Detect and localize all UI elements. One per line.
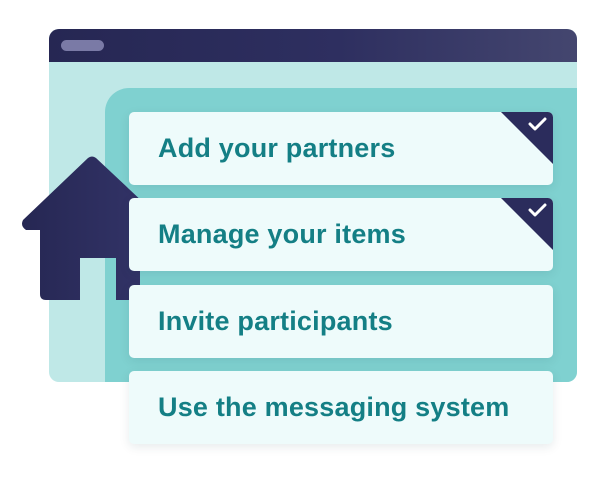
task-label: Manage your items (158, 219, 406, 249)
task-card-messaging-system[interactable]: Use the messaging system (129, 371, 553, 444)
task-label: Invite participants (158, 306, 393, 336)
task-card-manage-items[interactable]: Manage your items (129, 198, 553, 271)
completed-check-corner (501, 198, 553, 250)
task-label: Add your partners (158, 133, 396, 163)
task-card-add-partners[interactable]: Add your partners (129, 112, 553, 185)
completed-check-corner (501, 112, 553, 164)
task-card-invite-participants[interactable]: Invite participants (129, 285, 553, 358)
task-label: Use the messaging system (158, 392, 510, 422)
titlebar-pill (61, 40, 104, 51)
checkmark-icon (528, 117, 547, 131)
window-titlebar (49, 29, 577, 62)
checkmark-icon (528, 203, 547, 217)
house-icon (22, 156, 164, 300)
